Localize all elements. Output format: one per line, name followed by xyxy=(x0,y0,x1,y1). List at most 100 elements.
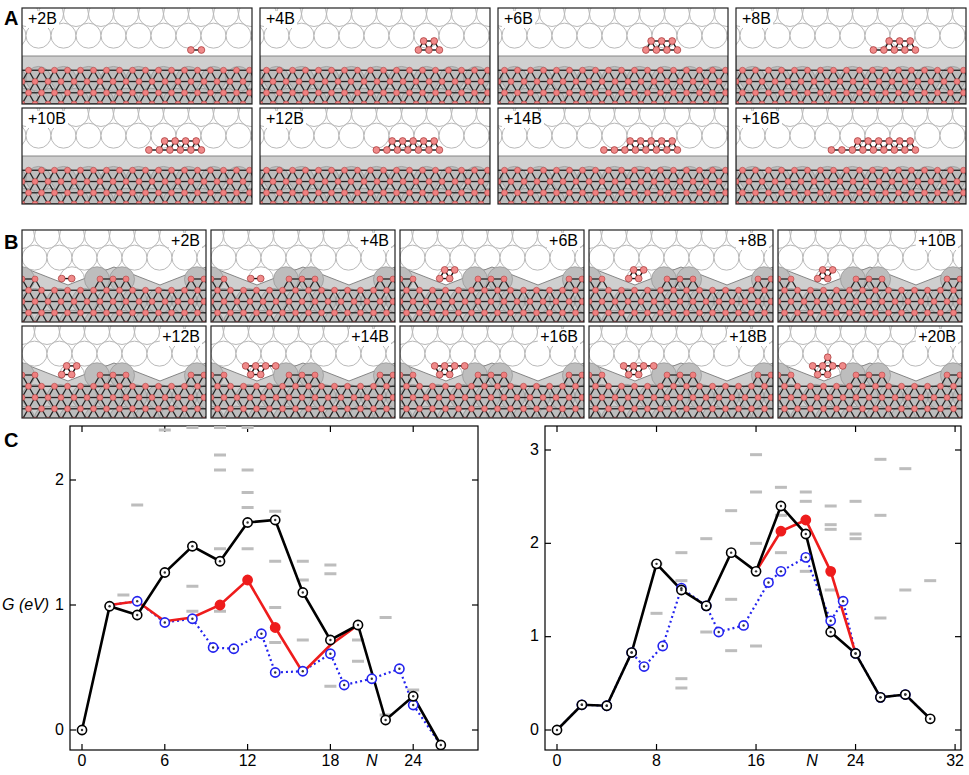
boron-atom xyxy=(303,90,309,96)
cluster-atom xyxy=(188,47,195,54)
boron-atom xyxy=(264,190,270,196)
boron-atom xyxy=(84,79,90,85)
boron-atom xyxy=(870,67,876,73)
boron-atom xyxy=(394,90,400,96)
boron-atom xyxy=(651,79,657,85)
boron-atom xyxy=(850,79,856,85)
metal-atom xyxy=(339,123,364,148)
boron-atom xyxy=(169,67,175,73)
substrate-atom xyxy=(665,88,690,104)
boron-atom xyxy=(117,167,123,173)
boron-atom xyxy=(792,67,798,73)
boron-atom xyxy=(65,90,71,96)
substrate-atom xyxy=(878,88,903,104)
boron-atom xyxy=(381,190,387,196)
boron-atom xyxy=(214,179,220,185)
boron-atom xyxy=(541,67,547,73)
substrate-atom xyxy=(64,88,89,104)
boron-atom xyxy=(485,167,491,173)
boron-atom xyxy=(876,79,882,85)
boron-atom xyxy=(195,67,201,73)
boron-atom xyxy=(465,79,471,85)
boron-atom xyxy=(671,67,677,73)
boron-atom xyxy=(710,67,716,73)
boron-atom xyxy=(277,190,283,196)
boron-atom xyxy=(632,67,638,73)
cluster-atom xyxy=(389,138,396,145)
substrate-atom xyxy=(715,188,729,204)
metal-atom xyxy=(314,123,339,148)
substrate-atom xyxy=(64,188,89,204)
boron-atom xyxy=(309,79,315,85)
boron-atom xyxy=(485,190,491,196)
boron-atom xyxy=(870,90,876,96)
boron-atom xyxy=(221,167,227,173)
substrate-atom xyxy=(239,88,253,104)
boron-atom xyxy=(528,67,534,73)
boron-atom xyxy=(277,90,283,96)
boron-atom xyxy=(247,67,253,73)
substrate-atom xyxy=(640,188,665,204)
cluster-atom xyxy=(431,138,438,145)
boron-atom xyxy=(638,79,644,85)
boron-atom xyxy=(169,190,175,196)
boron-atom xyxy=(247,90,253,96)
boron-atom xyxy=(188,79,194,85)
substrate-atom xyxy=(778,88,803,104)
metal-atom xyxy=(702,123,727,148)
substrate-atom xyxy=(302,88,327,104)
boron-atom xyxy=(723,67,729,73)
boron-atom xyxy=(368,90,374,96)
metal-atom xyxy=(176,23,201,48)
panel-border xyxy=(736,8,966,104)
cluster-atom xyxy=(643,47,650,54)
boron-atom xyxy=(303,190,309,196)
cluster-atom xyxy=(384,147,391,154)
boron-atom xyxy=(857,67,863,73)
boron-atom xyxy=(508,79,514,85)
boron-atom xyxy=(554,90,560,96)
panel-border xyxy=(22,108,252,204)
substrate-atom xyxy=(903,88,928,104)
boron-atom xyxy=(684,67,690,73)
atomistic-panel xyxy=(0,80,279,235)
substrate-atom xyxy=(352,88,377,104)
boron-atom xyxy=(452,79,458,85)
boron-atom xyxy=(240,79,246,85)
boron-atom xyxy=(446,190,452,196)
boron-atom xyxy=(234,190,240,196)
boron-atom xyxy=(52,90,58,96)
boron-atom xyxy=(400,79,406,85)
boron-atom xyxy=(452,179,458,185)
substrate-atom xyxy=(540,188,565,204)
cluster-atom xyxy=(436,47,443,54)
boron-atom xyxy=(182,90,188,96)
boron-atom xyxy=(664,79,670,85)
boron-atom xyxy=(779,67,785,73)
boron-atom xyxy=(316,67,322,73)
boron-atom xyxy=(387,179,393,185)
metal-atom xyxy=(577,123,602,148)
panel-border xyxy=(498,8,728,104)
boron-atom xyxy=(446,90,452,96)
boron-atom xyxy=(472,90,478,96)
boron-atom xyxy=(515,67,521,73)
metal-atom xyxy=(940,23,965,48)
boron-atom xyxy=(277,67,283,73)
substrate-atom xyxy=(452,88,477,104)
boron-atom xyxy=(32,79,38,85)
boron-atom xyxy=(459,167,465,173)
boron-atom xyxy=(104,90,110,96)
boron-atom xyxy=(824,79,830,85)
boron-atom xyxy=(521,79,527,85)
cluster-atom xyxy=(415,47,422,54)
boron-atom xyxy=(78,167,84,173)
boron-atom xyxy=(221,190,227,196)
boron-atom xyxy=(567,67,573,73)
boron-atom xyxy=(335,179,341,185)
metal-atom xyxy=(702,23,727,48)
boron-atom xyxy=(798,79,804,85)
substrate-atom xyxy=(928,88,953,104)
substrate-atom xyxy=(477,188,491,204)
boron-atom xyxy=(606,67,612,73)
